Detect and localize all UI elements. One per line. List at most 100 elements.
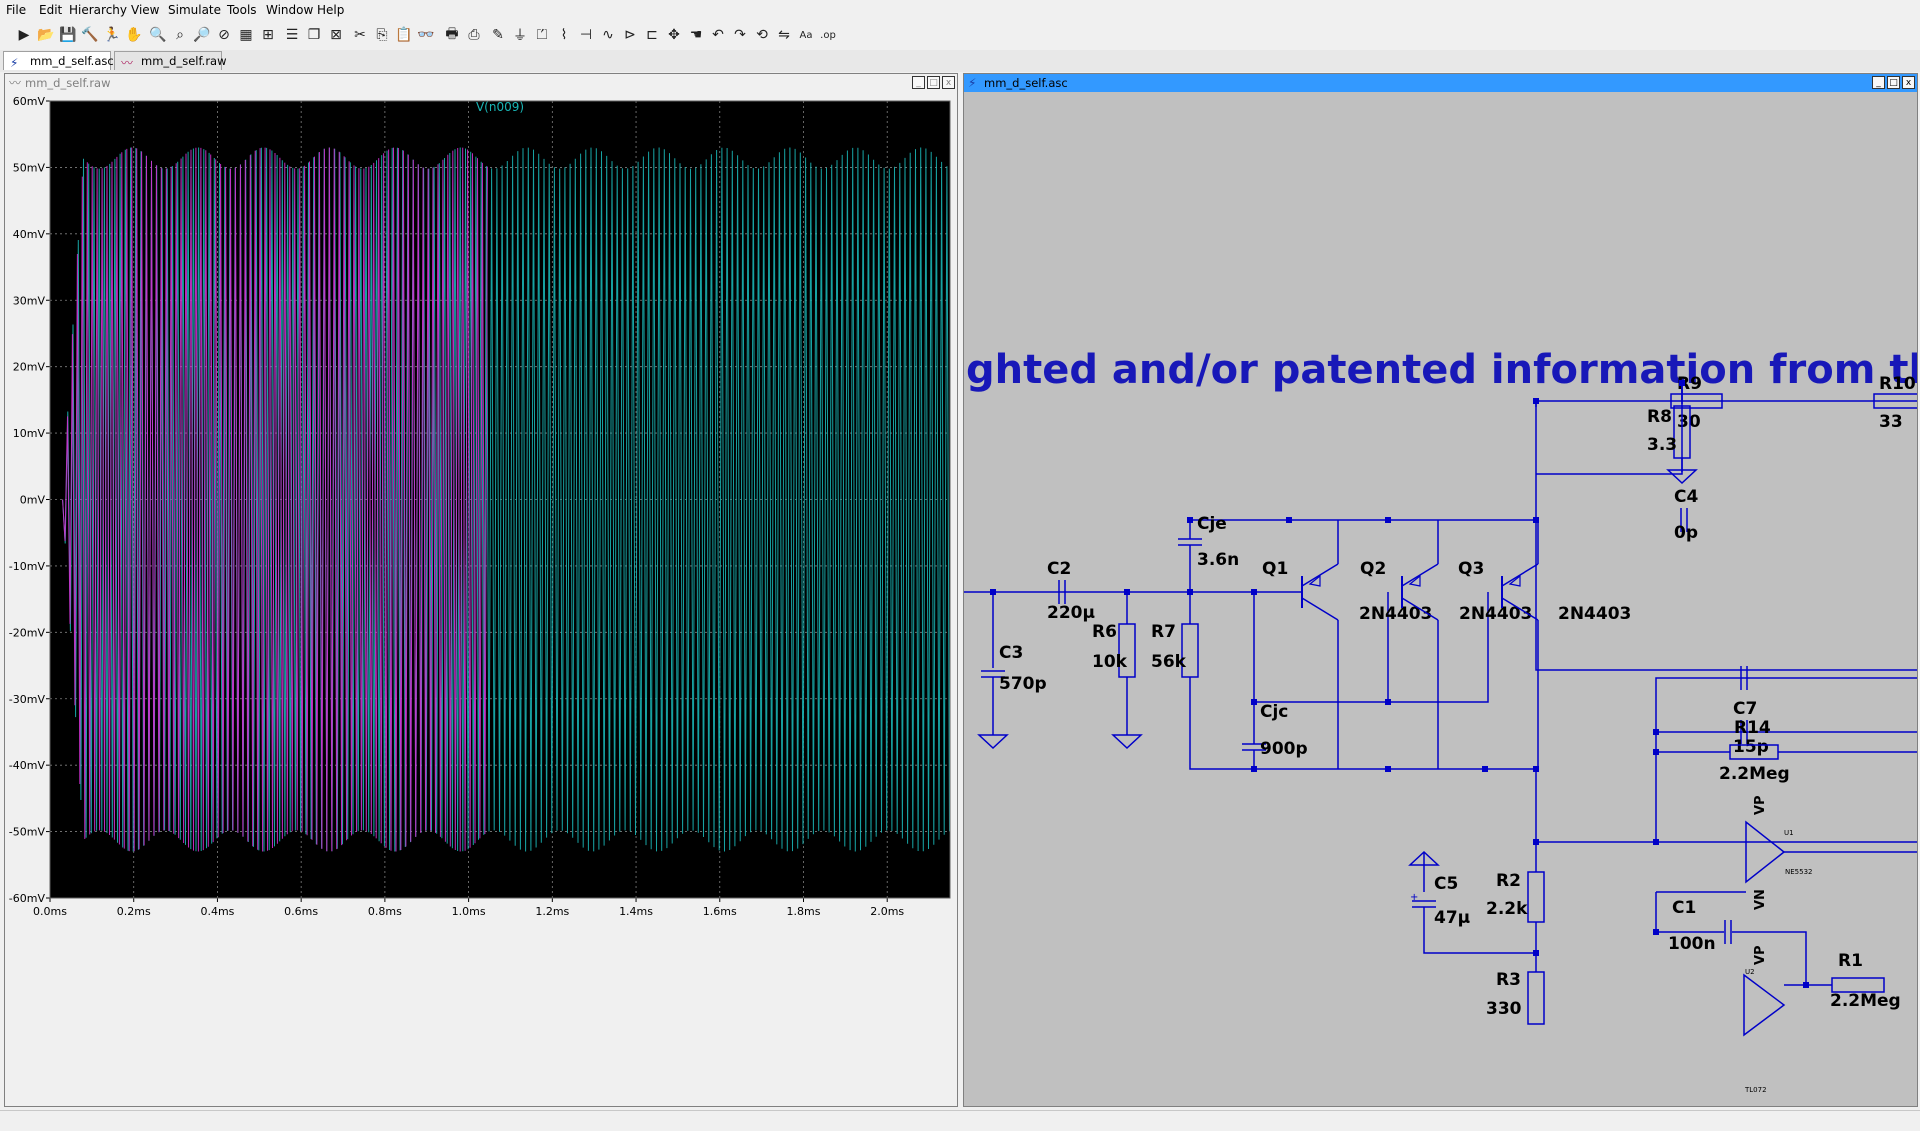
maximize-button[interactable]: □ [927, 76, 940, 89]
resistor-ref: R2 [1496, 871, 1521, 891]
opamp-vp-label: VP [1753, 795, 1768, 815]
schematic-canvas[interactable]: ghted and/or patented information from t… [964, 92, 1917, 1106]
x-tick-label: 0.6ms [284, 905, 318, 918]
opamp-u1 [1745, 820, 1786, 884]
capacitor-ref: C2 [1047, 559, 1071, 579]
minimize-button[interactable]: _ [912, 76, 925, 89]
opamp-u2 [1743, 973, 1786, 1037]
zoom-cancel-icon[interactable]: ⊘ [218, 27, 230, 43]
y-tick-label: -30mV [9, 693, 46, 706]
menu-hierarchy[interactable]: Hierarchy [69, 3, 128, 17]
tab-waveform[interactable]: 〰 mm_d_self.raw [114, 51, 227, 70]
move-icon[interactable]: ✥ [668, 27, 680, 43]
zoom-in-icon[interactable]: 🔍 [149, 27, 167, 43]
label-net-icon[interactable]: ⏍ [536, 27, 548, 43]
undo-icon[interactable]: ↶ [712, 27, 724, 43]
ground-icon[interactable]: ⏚ [513, 28, 527, 44]
pick-traces-icon[interactable]: ⊞ [262, 27, 274, 43]
menu-file[interactable]: File [6, 3, 27, 17]
waveform-titlebar[interactable]: 〰 mm_d_self.raw _ □ x [5, 74, 957, 92]
menu-edit[interactable]: Edit [39, 3, 63, 17]
drag-icon[interactable]: ☚ [689, 27, 703, 43]
copy-icon[interactable]: ⎘ [376, 27, 388, 43]
diode-icon[interactable]: ⊳ [624, 27, 636, 43]
print-icon[interactable]: 🖶 [445, 26, 459, 42]
run-icon[interactable]: 🏃 [103, 27, 121, 43]
text-icon[interactable]: Aa [799, 29, 813, 41]
wire [1254, 592, 1489, 703]
inductor-icon[interactable]: ∿ [602, 27, 614, 43]
transistor-ref: Q3 [1458, 559, 1484, 579]
close-all-icon[interactable]: ⊠ [330, 27, 342, 43]
rotate-icon[interactable]: ⟲ [756, 27, 768, 43]
save-icon[interactable]: 💾 [59, 27, 77, 43]
tab-schematic[interactable]: ⚡ mm_d_self.asc [3, 51, 114, 70]
zoom-to-area-icon[interactable]: ⌕ [176, 27, 184, 43]
waveform-icon: 〰 [121, 56, 134, 70]
menu-help[interactable]: Help [317, 3, 345, 17]
y-tick-label: 0mV [20, 494, 46, 507]
open-icon[interactable]: 📂 [37, 27, 55, 43]
cascade-icon[interactable]: ❐ [307, 27, 321, 43]
transistor-q2 [1401, 563, 1439, 621]
y-tick-label: 40mV [13, 228, 46, 241]
junction [1653, 929, 1659, 935]
capacitor-icon[interactable]: ⊣ [579, 27, 593, 43]
control-panel-icon[interactable]: 🔨 [81, 27, 99, 43]
autorange-icon[interactable]: ▦ [239, 27, 253, 43]
opamp-ref: U1 [1784, 829, 1794, 837]
new-schematic-icon[interactable]: ▶ [18, 27, 30, 43]
close-button[interactable]: x [942, 76, 955, 89]
waveform-plot[interactable]: V(n009)60mV50mV40mV30mV20mV10mV0mV-10mV-… [5, 92, 957, 1106]
draw-wire-icon[interactable]: ✎ [492, 27, 504, 43]
transistor-arrow [1308, 574, 1321, 587]
component-icon[interactable]: ⊏ [646, 27, 658, 43]
menu-view[interactable]: View [131, 3, 160, 17]
y-tick-label: -40mV [9, 759, 46, 772]
paste-icon[interactable]: 📋 [395, 27, 413, 43]
menu-window[interactable]: Window [266, 3, 314, 17]
transistor-ref: Q2 [1360, 559, 1386, 579]
resistor-r1 [1831, 977, 1885, 993]
mirror-icon[interactable]: ⇋ [778, 27, 790, 43]
tile-horizontal-icon[interactable]: ☰ [285, 27, 299, 43]
resistor-value: 2.2Meg [1719, 764, 1790, 784]
tab-label: mm_d_self.raw [141, 54, 227, 68]
minimize-button[interactable]: _ [1872, 76, 1885, 89]
capacitor-value: 570p [999, 674, 1047, 694]
find-icon[interactable]: 👓 [417, 27, 435, 43]
opamp-vp-label: VP [1753, 945, 1768, 965]
wire [1423, 907, 1536, 954]
transistor-collector [1501, 597, 1539, 621]
trace-magenta [62, 147, 488, 852]
maximize-button[interactable]: □ [1887, 76, 1900, 89]
x-tick-label: 1.2ms [535, 905, 569, 918]
menu-tools[interactable]: Tools [227, 3, 257, 17]
capacitor-ref: C3 [999, 643, 1023, 663]
opamp-model: TL072 [1744, 1086, 1767, 1094]
transistor-emitter [1401, 563, 1439, 587]
cut-icon[interactable]: ✂ [354, 27, 366, 43]
redo-icon[interactable]: ↷ [734, 27, 746, 43]
y-tick-label: 50mV [13, 161, 46, 174]
supply-icon [1408, 850, 1440, 866]
halt-icon[interactable]: ✋ [125, 27, 143, 43]
schematic-titlebar[interactable]: ⚡ mm_d_self.asc _ □ x [964, 74, 1917, 92]
schematic-icon: ⚡ [10, 56, 19, 70]
capacitor-value: 220µ [1047, 603, 1095, 623]
opamp-ref: U2 [1745, 968, 1755, 976]
resistor-r3 [1527, 971, 1545, 1025]
zoom-out-icon[interactable]: 🔎 [193, 27, 211, 43]
resistor-ref: R14 [1734, 718, 1771, 738]
close-button[interactable]: x [1902, 76, 1915, 89]
menu-simulate[interactable]: Simulate [168, 3, 222, 17]
chart-title: V(n009) [476, 100, 524, 114]
resistor-value: 3.3 [1647, 435, 1677, 455]
spice-directive-icon[interactable]: .op [820, 29, 836, 41]
resistor-icon[interactable]: ⌇ [560, 27, 568, 43]
transistor-emitter [1301, 563, 1339, 587]
transistor-arrow [1408, 574, 1421, 587]
status-bar [0, 1110, 1920, 1131]
toolbar: ▶ 📂💾🔨🏃✋ 🔍 ⌕ 🔎 ⊘ ▦ ⊞ ☰ ❐ ⊠ ✂ ⎘ 📋👓 🖶 ⎙ ✎ ⏚ ⏍ ⌇ ⊣ ∿ ⊳ ⊏ ✥ ☚ ↶ ↷ ⟲ ⇋ Aa .op [0, 20, 1920, 50]
print-preview-icon[interactable]: ⎙ [468, 27, 480, 43]
